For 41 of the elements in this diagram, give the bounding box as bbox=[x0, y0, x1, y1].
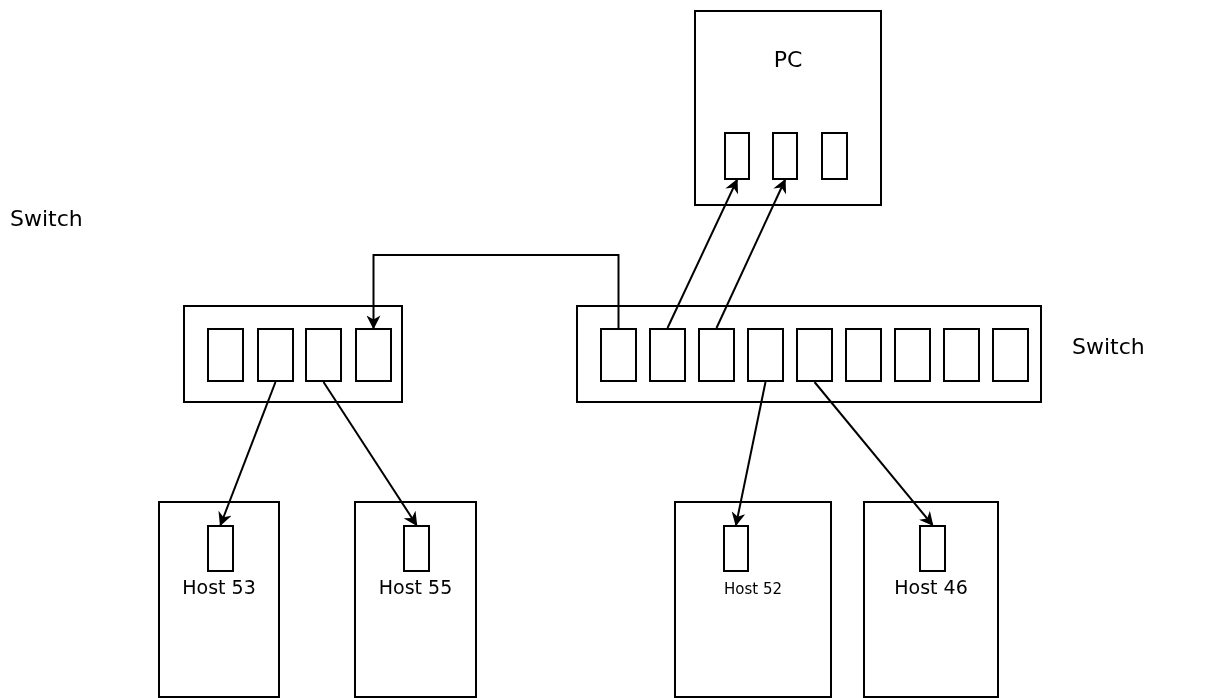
port-box bbox=[821, 132, 848, 180]
port-box bbox=[796, 328, 833, 382]
arrow bbox=[218, 381, 277, 527]
port-box bbox=[355, 328, 392, 382]
port-box bbox=[772, 132, 798, 180]
host-box bbox=[158, 501, 280, 698]
arrow bbox=[715, 178, 787, 329]
port-box bbox=[403, 525, 430, 572]
port-box bbox=[992, 328, 1029, 382]
port-box bbox=[943, 328, 980, 382]
node-label: Host 55 bbox=[377, 575, 454, 598]
port-box bbox=[600, 328, 637, 382]
port-box bbox=[919, 525, 946, 572]
port-box bbox=[724, 132, 750, 180]
port-box bbox=[698, 328, 735, 382]
arrow bbox=[731, 381, 767, 527]
arrow bbox=[813, 381, 934, 527]
device-label: Switch bbox=[1072, 333, 1145, 361]
pc-box bbox=[694, 10, 882, 206]
port-box bbox=[894, 328, 931, 382]
port-box bbox=[845, 328, 882, 382]
port-box bbox=[207, 328, 244, 382]
host-box bbox=[354, 501, 477, 698]
switch-box bbox=[576, 305, 1042, 403]
arrow bbox=[322, 381, 418, 527]
port-box bbox=[747, 328, 784, 382]
port-box bbox=[305, 328, 342, 382]
switch-box bbox=[183, 305, 403, 403]
port-box bbox=[649, 328, 686, 382]
arrow bbox=[366, 254, 620, 330]
port-box bbox=[207, 525, 234, 572]
host-box bbox=[674, 501, 832, 698]
port-box bbox=[257, 328, 294, 382]
device-label: Switch bbox=[10, 205, 83, 233]
arrow bbox=[666, 178, 738, 329]
node-label: Host 53 bbox=[181, 575, 257, 598]
node-label: PC bbox=[772, 46, 804, 72]
port-box bbox=[723, 525, 749, 572]
node-label: Host 52 bbox=[723, 580, 783, 598]
host-box bbox=[863, 501, 999, 698]
node-label: Host 46 bbox=[893, 575, 969, 598]
